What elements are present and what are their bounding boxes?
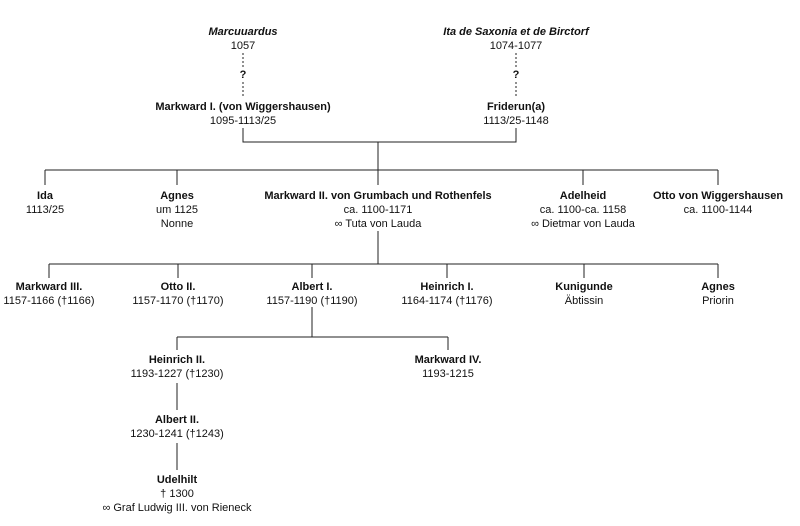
person-dates: 1095-1113/25 [209,115,277,127]
person-ita: Ita de Saxonia et de Birctorf 1074-1077 [443,25,588,53]
person-name: Markward IV. [414,354,482,366]
person-dates: 1157-1170 (†1170) [132,295,224,307]
person-note: Äbtissin [564,295,604,307]
person-markward3: Markward III. 1157-1166 (†1166) [3,280,94,308]
person-agnes-nonne: Agnes um 1125 Nonne [156,189,198,231]
person-name: Albert I. [291,281,333,293]
person-udelhilt: Udelhilt † 1300 ∞ Graf Ludwig III. von R… [102,473,251,515]
person-agnes-priorin: Agnes Priorin [701,280,735,308]
person-spouse: ∞ Dietmar von Lauda [531,218,635,230]
marriage-bracket-1 [242,128,517,143]
person-name: Ida [37,190,53,202]
person-name: Friderun(a) [486,101,546,113]
person-name: Albert II. [154,414,200,426]
person-name: Adelheid [559,190,607,202]
person-dates: ca. 1100-1144 [683,204,753,216]
person-dates: 1057 [230,40,256,52]
person-name: Marcuuardus [208,26,278,38]
person-name: Heinrich II. [148,354,206,366]
person-dates: 1230-1241 (†1243) [130,428,224,440]
person-name: Otto von Wiggershausen [652,190,784,202]
person-dates: um 1125 [156,204,198,216]
person-name: Heinrich I. [420,281,474,293]
person-dates: † 1300 [160,488,194,500]
uncertain-marker: ? [239,69,247,81]
person-dates: 1113/25 [25,204,65,216]
person-markward4: Markward IV. 1193-1215 [415,353,482,381]
person-ida: Ida 1113/25 [26,189,64,217]
person-name: Ita de Saxonia et de Birctorf [443,26,589,38]
person-adelheid: Adelheid ca. 1100-ca. 1158 ∞ Dietmar von… [531,189,635,231]
person-heinrich1: Heinrich I. 1164-1174 (†1176) [401,280,492,308]
person-dates: 1074-1077 [489,40,543,52]
person-albert2: Albert II. 1230-1241 (†1243) [130,413,224,441]
person-otto-von-wiggershausen: Otto von Wiggershausen ca. 1100-1144 [653,189,783,217]
person-name: Udelhilt [156,474,198,486]
person-spouse: ∞ Tuta von Lauda [334,218,422,230]
person-friderun: Friderun(a) 1113/25-1148 [483,100,548,128]
person-name: Otto II. [160,281,196,293]
person-dates: 1164-1174 (†1176) [401,295,493,307]
person-name: Agnes [160,190,194,202]
person-dates: 1193-1227 (†1230) [130,368,224,380]
person-markward1: Markward I. (von Wiggershausen) 1095-111… [155,100,330,128]
person-name: Markward III. [15,281,83,293]
person-name: Markward II. von Grumbach und Rothenfels [264,190,492,202]
person-name: Agnes [701,281,735,293]
uncertain-marker: ? [512,69,520,81]
person-kunigunde: Kunigunde Äbtissin [555,280,612,308]
person-dates: 1157-1166 (†1166) [3,295,95,307]
person-name: Kunigunde [555,281,613,293]
person-marcuuardus: Marcuuardus 1057 [208,25,277,53]
person-heinrich2: Heinrich II. 1193-1227 (†1230) [131,353,224,381]
person-spouse: ∞ Graf Ludwig III. von Rieneck [102,502,252,514]
person-dates: ca. 1100-1171 [343,204,413,216]
person-note: Priorin [702,295,734,307]
person-markward2: Markward II. von Grumbach und Rothenfels… [264,189,491,231]
person-dates: 1113/25-1148 [483,115,549,127]
person-dates: 1193-1215 [422,368,474,380]
person-otto2: Otto II. 1157-1170 (†1170) [132,280,223,308]
person-note: Nonne [160,218,194,230]
person-dates: ca. 1100-ca. 1158 [539,204,627,216]
person-name: Markward I. (von Wiggershausen) [155,101,331,113]
person-albert1: Albert I. 1157-1190 (†1190) [266,280,357,308]
person-dates: 1157-1190 (†1190) [266,295,358,307]
